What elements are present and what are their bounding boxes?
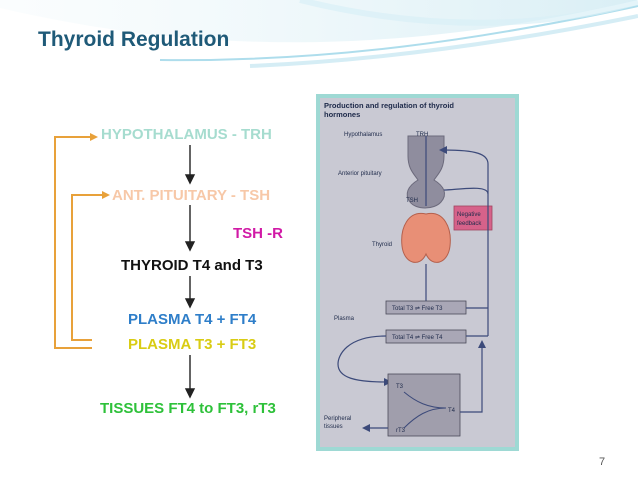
fig-hypothalamus: Hypothalamus [344, 132, 382, 138]
plasma-t4-label: PLASMA T4 + FT4 [128, 311, 257, 328]
thyroid-shape [401, 212, 451, 263]
page-number: 7 [599, 456, 606, 468]
pituitary-tsh-label: ANT. PITUITARY - TSH [112, 187, 271, 204]
fig-trh: TRH [416, 132, 428, 138]
thyroid-label: THYROID T4 and T3 [121, 257, 263, 274]
fig-rt3: rT3 [396, 428, 406, 434]
fig-feedback: feedback [457, 221, 482, 227]
peripheral-tissue-box [387, 373, 461, 437]
hypothalamus-trh-label: HYPOTHALAMUS - TRH [101, 126, 272, 143]
fig-plasma: Plasma [334, 316, 355, 322]
slide-title: Thyroid Regulation [38, 28, 230, 51]
header-swoosh [0, 0, 638, 68]
negative-feedback-box [453, 205, 493, 231]
tsh-receptor-label: TSH -R [233, 225, 283, 242]
fig-tissues: tissues [324, 424, 343, 430]
plasma-t3-label: PLASMA T3 + FT3 [128, 336, 257, 353]
fig-anterior-pituitary: Anterior pituitary [338, 171, 382, 177]
fig-total-t4: Total T4 ⇌ Free T4 [392, 334, 443, 341]
fig-negative: Negative [457, 212, 481, 218]
figure-heading-1: Production and regulation of thyroid [324, 101, 454, 110]
feedback-loops [54, 133, 110, 349]
fig-tsh: TSH [406, 198, 418, 204]
tissues-label: TISSUES FT4 to FT3, rT3 [100, 400, 276, 417]
figure-heading-2: hormones [324, 110, 360, 119]
fig-total-t3: Total T3 ⇌ Free T3 [392, 305, 443, 312]
fig-peripheral: Peripheral [324, 416, 351, 422]
fig-t3: T3 [396, 384, 404, 390]
fig-t4: T4 [448, 408, 456, 414]
down-arrows [184, 145, 196, 399]
thyroid-figure: Production and regulation of thyroid hor… [316, 94, 519, 451]
fig-thyroid: Thyroid [372, 242, 392, 248]
